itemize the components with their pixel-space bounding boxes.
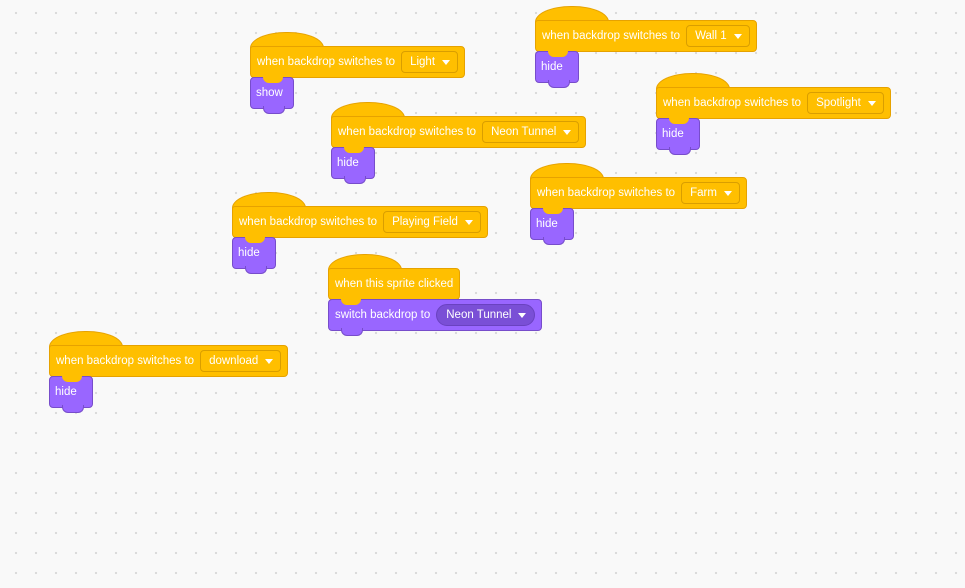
hide-block-label: hide	[337, 157, 359, 169]
hide-block-label: hide	[536, 218, 558, 230]
backdrop-dropdown[interactable]: Light	[401, 51, 459, 73]
caret-down-icon	[867, 100, 876, 106]
backdrop-dropdown[interactable]: Neon Tunnel	[436, 304, 536, 326]
hat-block-label: when backdrop switches to	[239, 216, 378, 228]
hat-block-backdrop-switch[interactable]: when backdrop switches to Playing Field	[232, 192, 488, 238]
hide-block[interactable]: hide	[535, 51, 579, 88]
dropdown-value: Farm	[690, 187, 717, 199]
hat-block-backdrop-switch[interactable]: when backdrop switches to Light	[250, 32, 466, 78]
hat-block-label: when backdrop switches to	[257, 56, 396, 68]
hide-block[interactable]: hide	[656, 118, 700, 155]
backdrop-dropdown[interactable]: Wall 1	[686, 25, 750, 47]
caret-down-icon	[723, 190, 732, 196]
hat-block-backdrop-switch[interactable]: when backdrop switches to Farm	[530, 163, 747, 209]
backdrop-dropdown[interactable]: Spotlight	[807, 92, 884, 114]
dropdown-value: download	[209, 355, 259, 367]
hide-block-label: hide	[238, 247, 260, 259]
hat-block-label: when backdrop switches to	[663, 97, 802, 109]
caret-down-icon	[563, 129, 572, 135]
hide-block-label: hide	[541, 61, 563, 73]
hide-block[interactable]: hide	[530, 208, 574, 245]
script-backdrop-download[interactable]: when backdrop switches to download hide	[49, 330, 289, 413]
hat-block-backdrop-switch[interactable]: when backdrop switches to Neon Tunnel	[331, 102, 587, 148]
dropdown-value: Light	[410, 56, 436, 68]
dropdown-value: Neon Tunnel	[446, 309, 512, 321]
hat-block-label: when backdrop switches to	[542, 30, 681, 42]
hat-block-backdrop-switch[interactable]: when backdrop switches to Wall 1	[535, 6, 757, 52]
dropdown-value: Playing Field	[392, 216, 458, 228]
script-sprite-clicked[interactable]: when this sprite clicked switch backdrop…	[328, 253, 543, 336]
switch-backdrop-block[interactable]: switch backdrop to Neon Tunnel	[328, 299, 543, 336]
dropdown-value: Spotlight	[816, 97, 861, 109]
show-block-label: show	[256, 87, 283, 99]
script-backdrop-spotlight[interactable]: when backdrop switches to Spotlight hide	[656, 72, 891, 155]
hide-block[interactable]: hide	[232, 237, 276, 274]
hat-block-label: when backdrop switches to	[537, 187, 676, 199]
hat-block-label: when backdrop switches to	[56, 355, 195, 367]
hide-block-label: hide	[55, 386, 77, 398]
caret-down-icon	[733, 33, 742, 39]
switch-backdrop-label: switch backdrop to	[335, 309, 431, 321]
script-backdrop-farm[interactable]: when backdrop switches to Farm hide	[530, 162, 747, 245]
caret-down-icon	[265, 358, 274, 364]
script-backdrop-wall1[interactable]: when backdrop switches to Wall 1 hide	[535, 5, 757, 88]
backdrop-dropdown[interactable]: Neon Tunnel	[482, 121, 580, 143]
backdrop-dropdown[interactable]: Playing Field	[383, 211, 481, 233]
dropdown-value: Neon Tunnel	[491, 126, 557, 138]
hat-block-label: when this sprite clicked	[335, 278, 454, 290]
hat-block-label: when backdrop switches to	[338, 126, 477, 138]
hide-block[interactable]: hide	[49, 376, 93, 413]
show-block[interactable]: show	[250, 77, 294, 114]
hide-block[interactable]: hide	[331, 147, 375, 184]
hat-block-sprite-clicked[interactable]: when this sprite clicked	[328, 254, 461, 300]
caret-down-icon	[464, 219, 473, 225]
caret-down-icon	[518, 312, 527, 318]
script-backdrop-light[interactable]: when backdrop switches to Light show	[250, 31, 466, 114]
caret-down-icon	[442, 59, 451, 65]
hide-block-label: hide	[662, 128, 684, 140]
backdrop-dropdown[interactable]: download	[200, 350, 282, 372]
dropdown-value: Wall 1	[695, 30, 727, 42]
backdrop-dropdown[interactable]: Farm	[681, 182, 740, 204]
hat-block-backdrop-switch[interactable]: when backdrop switches to download	[49, 331, 289, 377]
hat-block-backdrop-switch[interactable]: when backdrop switches to Spotlight	[656, 73, 891, 119]
